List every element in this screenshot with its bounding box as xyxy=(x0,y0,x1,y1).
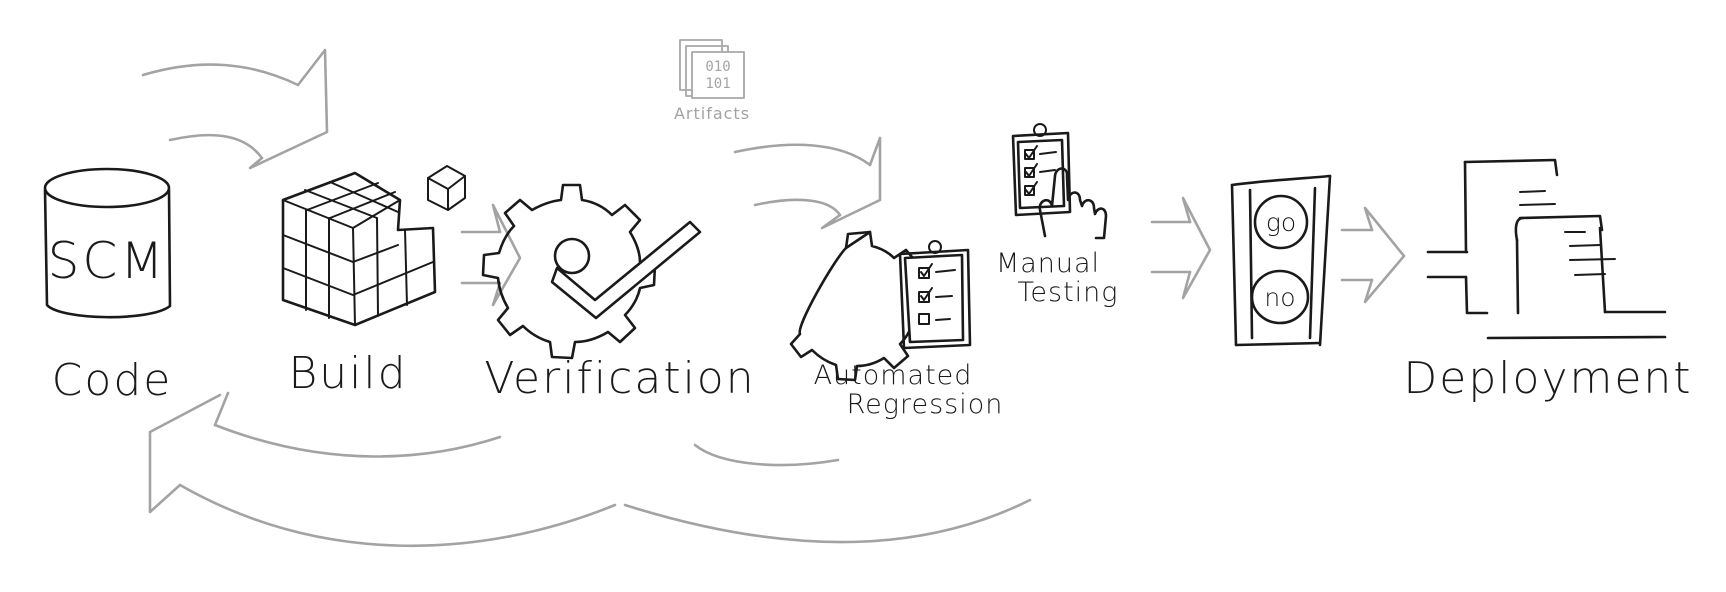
stage-label-verification: Verification xyxy=(484,353,755,404)
gear-check-icon xyxy=(481,183,702,360)
stage-label-deployment: Deployment xyxy=(1403,353,1692,404)
flow-arrow-build-to-verification xyxy=(460,203,522,307)
stage-label-automated: Automated xyxy=(814,360,973,391)
clipboard-hand-icon xyxy=(1011,123,1108,240)
artifacts-bits-line1: 010 xyxy=(705,59,730,75)
build-cube-icon xyxy=(281,165,466,327)
flow-arrow-gate-to-deployment xyxy=(1340,206,1406,304)
artifacts-bits-line2: 101 xyxy=(705,76,730,92)
scm-cylinder-icon: SCM xyxy=(43,167,172,319)
gate-go-label: go xyxy=(1266,208,1296,237)
gate-no-label: no xyxy=(1264,283,1295,312)
artifacts-icon: 010 101 xyxy=(679,39,745,99)
stage-label-build: Build xyxy=(288,348,407,399)
gear-clipboard-icon xyxy=(789,230,972,382)
artifacts-label: Artifacts xyxy=(674,104,750,123)
stage-label-manual: Manual xyxy=(996,248,1100,279)
flow-arrow-code-to-build xyxy=(141,48,329,170)
feedback-arrow-verification-to-build xyxy=(213,391,502,458)
stage-label-code: Code xyxy=(52,355,173,406)
deployment-documents-icon xyxy=(1426,158,1667,340)
go-no-gate-icon: go no xyxy=(1230,174,1332,347)
stage-label-regression: Regression xyxy=(847,389,1004,420)
flow-arrow-verification-to-regression xyxy=(733,136,882,230)
stage-label-testing: Testing xyxy=(1018,277,1119,308)
scm-label: SCM xyxy=(48,232,167,290)
flow-arrow-testing-to-gate xyxy=(1150,196,1212,300)
feedback-arrow-regression-to-code xyxy=(148,393,1032,548)
